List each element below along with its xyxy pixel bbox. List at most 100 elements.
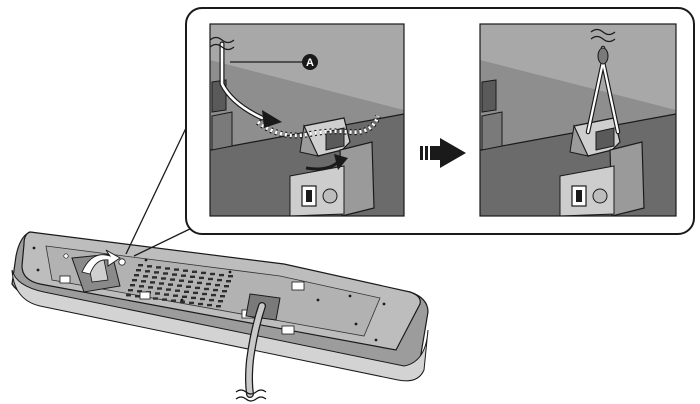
grille-hole [191, 296, 196, 300]
grille-hole [207, 303, 212, 307]
grille-hole [186, 285, 191, 288]
grille-hole [202, 292, 207, 296]
grille-hole [213, 288, 218, 292]
grille-hole [126, 294, 131, 297]
grille-hole [161, 277, 166, 280]
grille-hole [148, 286, 153, 289]
grille-hole [152, 276, 157, 279]
grille-hole [134, 274, 139, 277]
grille-hole [141, 280, 146, 283]
soundbar-device [11, 231, 429, 402]
grille-hole [137, 290, 142, 293]
grille-hole [201, 271, 206, 275]
grille-hole [136, 269, 141, 272]
grille-hole [157, 287, 162, 290]
double-right-arrow-icon [420, 138, 466, 168]
grille-hole [188, 280, 193, 283]
zoom-leader-lines [125, 127, 197, 257]
grille-hole [162, 298, 167, 301]
grille-hole [132, 279, 137, 282]
grille-hole [155, 292, 160, 295]
grille-hole [165, 267, 170, 270]
wavy-break-icon [209, 36, 235, 51]
grille-hole [172, 273, 177, 276]
grille-hole [200, 297, 205, 301]
device-screw [63, 253, 69, 259]
grille-hole [147, 265, 152, 268]
grille-hole [170, 278, 175, 281]
grille-hole [174, 268, 179, 271]
grille-hole [181, 274, 186, 277]
cord-knot [597, 47, 609, 65]
wavy-break-icon [235, 389, 267, 402]
callout-label: A [306, 57, 314, 69]
grille-hole [135, 295, 140, 298]
grille-hole [154, 271, 159, 274]
grille-hole [217, 278, 222, 282]
device-screw-dots [32, 246, 386, 342]
grille-hole [210, 272, 215, 276]
grille-hole [130, 284, 135, 287]
grille-hole [192, 270, 197, 273]
grille-hole [173, 294, 178, 297]
device-port [291, 281, 305, 291]
grille-hole [183, 269, 188, 272]
grille-hole [224, 285, 229, 288]
grille-hole [189, 301, 194, 305]
grille-hole [150, 281, 155, 284]
grille-hole [204, 287, 209, 291]
grille-hole [219, 273, 224, 277]
grille-hole [159, 282, 164, 285]
grille-hole [138, 264, 143, 267]
speaker-grille [126, 264, 233, 308]
grille-hole [163, 272, 168, 275]
grille-hole [164, 293, 169, 296]
grille-hole [156, 266, 161, 269]
grille-hole [211, 293, 216, 297]
grille-hole [166, 288, 171, 291]
grille-hole [182, 295, 187, 298]
grille-hole [209, 298, 214, 302]
grille-hole [171, 299, 176, 302]
device-screw [118, 258, 126, 266]
device-hook-arrow-icon [81, 249, 121, 275]
grille-hole [198, 302, 203, 306]
grille-hole [195, 286, 200, 290]
grille-hole [218, 300, 223, 303]
grille-hole [199, 276, 204, 280]
grille-hole [226, 280, 231, 283]
device-mount-bracket [63, 249, 126, 293]
grille-hole [206, 282, 211, 286]
device-port [281, 325, 295, 335]
detail-panel-after [479, 23, 677, 217]
grille-hole [184, 290, 189, 293]
grille-hole [228, 275, 233, 278]
grille-hole [197, 281, 202, 285]
grille-hole [208, 277, 213, 281]
grille-hole [220, 295, 225, 298]
grille-hole [193, 291, 198, 295]
device-port [139, 291, 151, 300]
callout-badge [302, 54, 318, 70]
wavy-break-icon [590, 28, 616, 43]
grille-hole [168, 283, 173, 286]
grille-hole [153, 297, 158, 300]
grille-hole [143, 275, 148, 278]
grille-hole [128, 289, 133, 292]
device-port [59, 275, 71, 284]
grille-hole [215, 283, 220, 287]
grille-hole [175, 289, 180, 292]
grille-hole [180, 300, 185, 303]
grille-hole [222, 290, 227, 293]
detail-panel-before: A [209, 23, 405, 217]
grille-hole [177, 284, 182, 287]
grille-hole [190, 275, 195, 278]
soundbar-front-face [11, 269, 429, 382]
grille-hole [179, 279, 184, 282]
device-cable-port [245, 293, 281, 398]
grille-hole [145, 270, 150, 273]
grille-hole [216, 305, 221, 308]
insert-direction-arrow-icon [262, 110, 282, 128]
grille-hole [139, 285, 144, 288]
